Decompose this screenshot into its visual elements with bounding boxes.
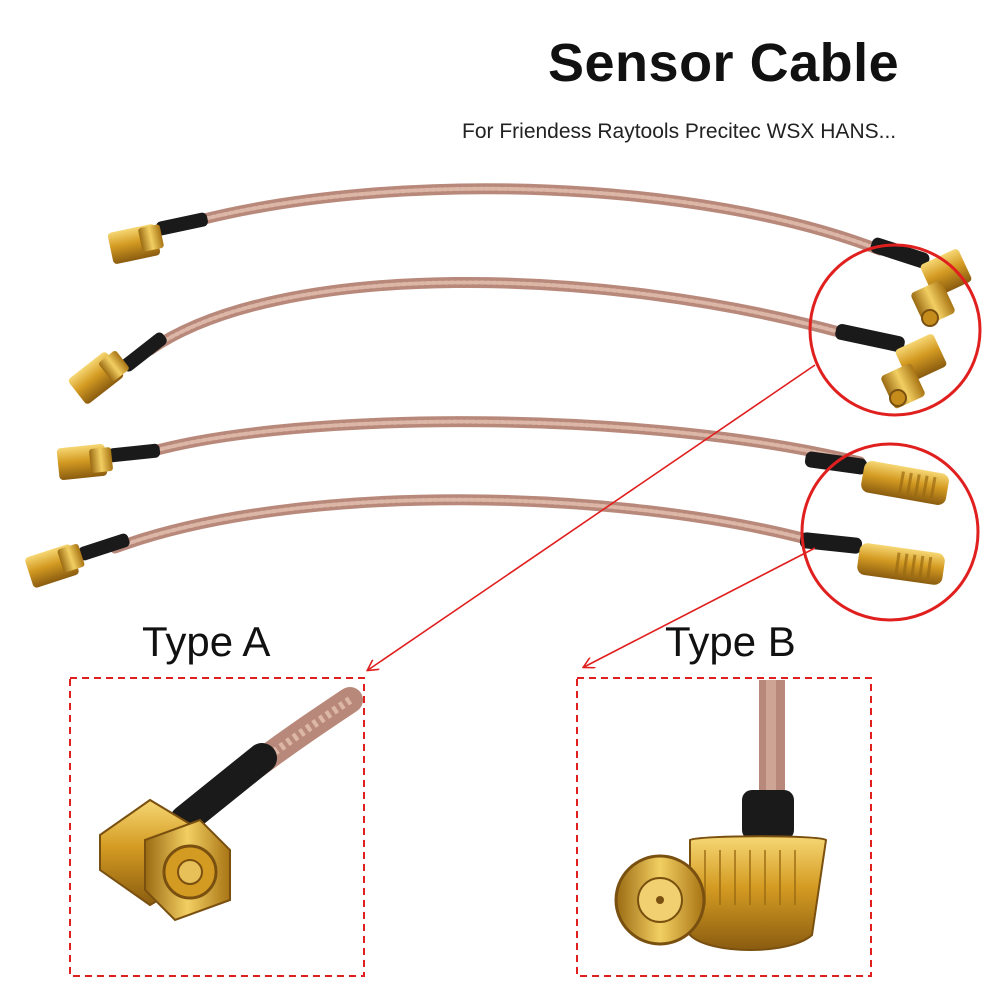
smb-straight-connector: [804, 451, 949, 505]
sma-right-angle-connector: [835, 324, 947, 409]
sma-right-angle-connector: [870, 237, 972, 327]
detail-box-type-a: [69, 677, 365, 977]
type-a-label: Type A: [142, 618, 271, 665]
sma-straight-connector: [25, 533, 130, 588]
cable-2: [68, 277, 947, 409]
type-b-label: Type B: [665, 618, 796, 665]
pointer-arrow-type-a: [368, 364, 816, 670]
cable-3: [56, 416, 949, 505]
sma-straight-connector: [107, 212, 208, 264]
page-title: Sensor Cable: [548, 33, 900, 93]
page-subtitle: For Friendess Raytools Precitec WSX HANS…: [462, 120, 897, 143]
sma-straight-connector: [56, 443, 161, 481]
sma-straight-connector: [68, 332, 167, 404]
type-b-closeup: [614, 680, 828, 951]
pointer-arrow-type-b: [584, 547, 816, 667]
cable-4: [25, 494, 945, 588]
detail-box-type-b: [576, 677, 872, 977]
type-a-closeup: [99, 687, 363, 922]
highlight-circle-type-a: [808, 243, 982, 417]
highlight-circle-type-b: [800, 442, 980, 622]
smb-straight-connector: [799, 532, 945, 585]
cable-1: [107, 183, 972, 327]
